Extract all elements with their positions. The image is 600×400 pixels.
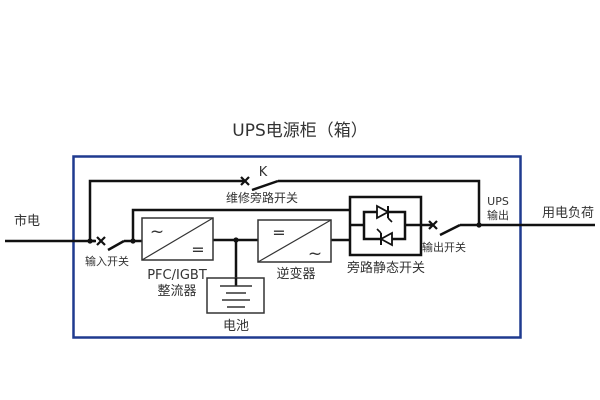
maintenance-switch-k-label: K (259, 165, 268, 180)
input-switch-x-icon (96, 236, 106, 246)
static-bypass-switch-block (348, 195, 423, 257)
junction-dot (130, 238, 136, 244)
maintenance-switch-x-icon (240, 176, 250, 186)
maintenance-switch-blade (251, 179, 279, 192)
rectifier-label-line1: PFC/IGBT (147, 268, 207, 283)
thyristor-icon (376, 204, 393, 223)
output-switch-x-icon (428, 220, 438, 230)
junction-dot (476, 222, 482, 228)
input-switch-blade (107, 239, 125, 252)
junction-dot (87, 238, 93, 244)
maintenance-bypass-wire-left (88, 179, 245, 241)
junction-dot (233, 237, 239, 243)
ups-output-label-line2: 输出 (487, 208, 509, 222)
maintenance-bypass-switch-label: 维修旁路开关 (226, 190, 298, 205)
mains-label: 市电 (14, 213, 40, 229)
static-bypass-wire (131, 208, 350, 241)
thyristor-icon (376, 228, 393, 247)
battery-icon (220, 285, 252, 308)
input-switch-label: 输入开关 (85, 254, 129, 268)
output-switch-label: 输出开关 (422, 240, 466, 254)
battery-label: 电池 (223, 319, 249, 334)
battery-block (206, 277, 265, 314)
output-switch-blade (439, 223, 461, 237)
static-switch-inner-loop (362, 210, 407, 241)
maintenance-bypass-wire-right (278, 179, 481, 225)
rectifier-dc-icon: = (191, 240, 204, 259)
inverter-block: = ~ (257, 219, 332, 264)
load-label: 用电负荷 (542, 206, 594, 221)
rectifier-label-line2: 整流器 (157, 284, 196, 299)
ups-cabinet-border (72, 155, 522, 339)
inverter-ac-icon: ~ (308, 244, 322, 264)
ups-output-label-line1: UPS (487, 195, 509, 208)
inverter-dc-icon: = (272, 223, 285, 242)
static-bypass-switch-label: 旁路静态开关 (347, 260, 425, 276)
diagram-title: UPS电源柜（箱） (232, 121, 368, 141)
inverter-label: 逆变器 (276, 266, 315, 282)
rectifier-ac-icon: ~ (150, 222, 164, 242)
rectifier-block: ~ = (141, 217, 214, 261)
